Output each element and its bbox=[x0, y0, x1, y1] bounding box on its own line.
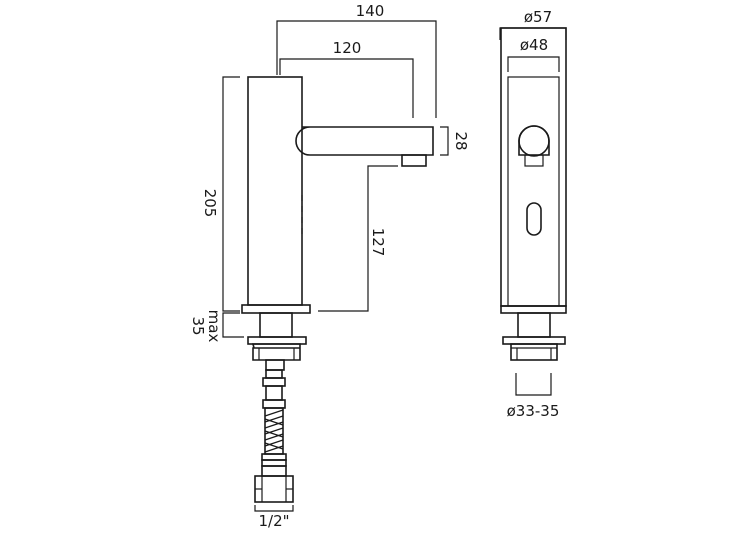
front-view: ø57 ø48 ø33-35 bbox=[499, 8, 567, 420]
dim-label-205: 205 bbox=[201, 189, 219, 218]
shank-front bbox=[517, 312, 551, 338]
dim-line-127 bbox=[318, 165, 398, 312]
flexible-hose bbox=[261, 369, 287, 477]
dim-label-35: 35 bbox=[189, 316, 207, 335]
dim-line-57 bbox=[499, 27, 567, 40]
dim-label-33-35: ø33-35 bbox=[507, 402, 560, 420]
base-flange-front bbox=[500, 305, 567, 314]
lock-nut bbox=[251, 343, 301, 361]
tail bbox=[265, 359, 285, 371]
shank bbox=[259, 312, 293, 338]
sensor-window bbox=[526, 202, 542, 236]
dim-label-57: ø57 bbox=[524, 8, 552, 26]
dim-line-48 bbox=[507, 56, 560, 72]
dim-label-half-inch: 1/2" bbox=[258, 512, 289, 530]
dim-line-28 bbox=[440, 126, 449, 156]
dim-label-140: 140 bbox=[356, 2, 385, 20]
spout bbox=[295, 126, 434, 156]
aerator bbox=[401, 154, 427, 167]
dim-label-28: 28 bbox=[452, 131, 470, 150]
dim-label-max: max bbox=[205, 310, 223, 343]
dim-label-48: ø48 bbox=[520, 36, 548, 54]
back-nut bbox=[247, 336, 307, 345]
tap-body-side bbox=[247, 76, 303, 306]
dim-line-half-inch bbox=[254, 505, 294, 512]
dim-line-205 bbox=[222, 76, 240, 312]
dim-label-127: 127 bbox=[369, 228, 387, 257]
dim-line-max35 bbox=[222, 312, 244, 338]
back-nut-front bbox=[502, 336, 566, 345]
dim-label-120: 120 bbox=[333, 39, 362, 57]
base-flange bbox=[241, 304, 311, 314]
tap-body-front bbox=[500, 27, 567, 307]
dim-line-33-35 bbox=[515, 373, 552, 396]
dim-line-140 bbox=[276, 20, 437, 118]
aerator-front bbox=[524, 154, 544, 167]
lock-nut-front bbox=[510, 343, 558, 361]
side-view: 140 120 28 205 127 max 35 1/2" bbox=[189, 2, 470, 530]
dim-line-120 bbox=[279, 58, 414, 118]
